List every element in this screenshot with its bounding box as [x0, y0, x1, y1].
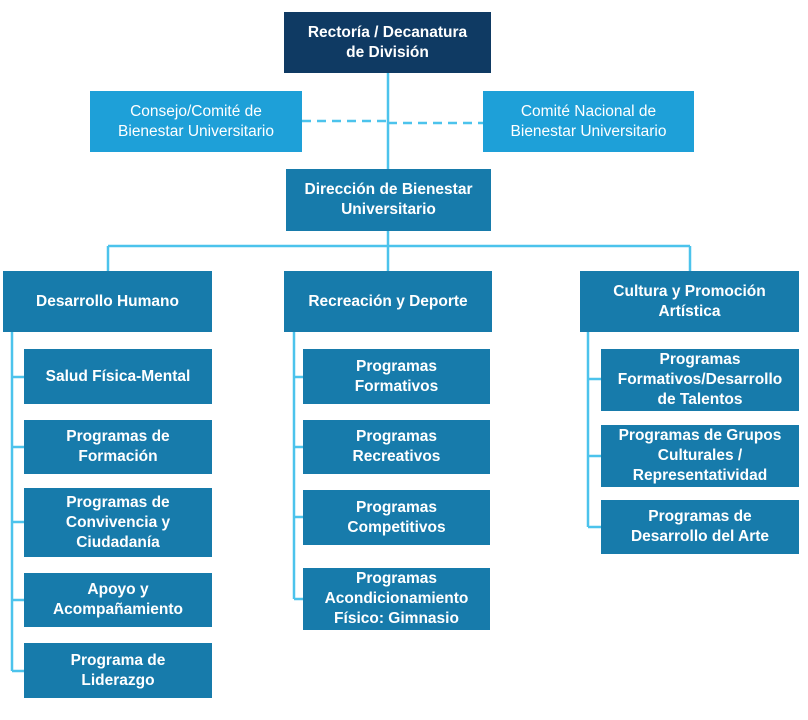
- node-program-label: Programas Acondicionamiento Físico: Gimn…: [324, 570, 469, 627]
- node-program-label: Apoyo y Acompañamiento: [52, 581, 184, 618]
- node-comite-nacional: Comité Nacional de Bienestar Universitar…: [483, 91, 694, 152]
- node-program-label: Programas Formativos: [354, 357, 439, 395]
- node-program-label: Programas Recreativos: [352, 428, 441, 465]
- node-program-label: Programas de Desarrollo del Arte: [630, 508, 770, 545]
- node-area-desarrollo-humano: Desarrollo Humano: [3, 271, 212, 332]
- node-program: Programas Formativos: [303, 349, 490, 404]
- node-program-label: Programas Formativos/Desarrollo de Talen…: [617, 351, 783, 408]
- node-comite-nacional-label: Comité Nacional de Bienestar Universitar…: [510, 102, 667, 140]
- node-program: Programas Acondicionamiento Físico: Gimn…: [303, 568, 490, 630]
- node-program: Salud Física-Mental: [24, 349, 212, 404]
- node-area-label: Cultura y Promoción Artística: [613, 282, 766, 320]
- node-program: Programas de Desarrollo del Arte: [601, 500, 799, 554]
- node-program: Programa de Liderazgo: [24, 643, 212, 698]
- node-consejo-bienestar: Consejo/Comité de Bienestar Universitari…: [90, 91, 302, 152]
- node-rectoria: Rectoría / Decanatura de División: [284, 12, 491, 73]
- node-program: Programas Competitivos: [303, 490, 490, 545]
- node-direccion-bienestar-label: Dirección de Bienestar Universitario: [304, 181, 473, 218]
- node-program: Programas Recreativos: [303, 420, 490, 474]
- node-direccion-bienestar: Dirección de Bienestar Universitario: [286, 169, 491, 231]
- node-program: Programas Formativos/Desarrollo de Talen…: [601, 349, 799, 411]
- node-program: Programas de Convivencia y Ciudadanía: [24, 488, 212, 557]
- node-program-label: Programas Competitivos: [347, 498, 446, 536]
- node-area-label: Desarrollo Humano: [36, 292, 179, 310]
- node-program: Programas de Formación: [24, 420, 212, 474]
- node-area-cultura-promocion: Cultura y Promoción Artística: [580, 271, 799, 332]
- node-program: Programas de Grupos Culturales / Represe…: [601, 425, 799, 487]
- node-rectoria-label: Rectoría / Decanatura de División: [307, 23, 468, 61]
- node-program-label: Programa de Liderazgo: [70, 651, 166, 689]
- node-program-label: Programas de Grupos Culturales / Represe…: [618, 427, 782, 484]
- node-program-label: Programas de Convivencia y Ciudadanía: [65, 493, 171, 551]
- node-area-recreacion-deporte: Recreación y Deporte: [284, 271, 492, 332]
- node-program-label: Programas de Formación: [66, 428, 170, 465]
- node-program: Apoyo y Acompañamiento: [24, 573, 212, 627]
- node-consejo-bienestar-label: Consejo/Comité de Bienestar Universitari…: [118, 102, 274, 140]
- node-area-label: Recreación y Deporte: [308, 292, 468, 310]
- node-program-label: Salud Física-Mental: [45, 367, 191, 385]
